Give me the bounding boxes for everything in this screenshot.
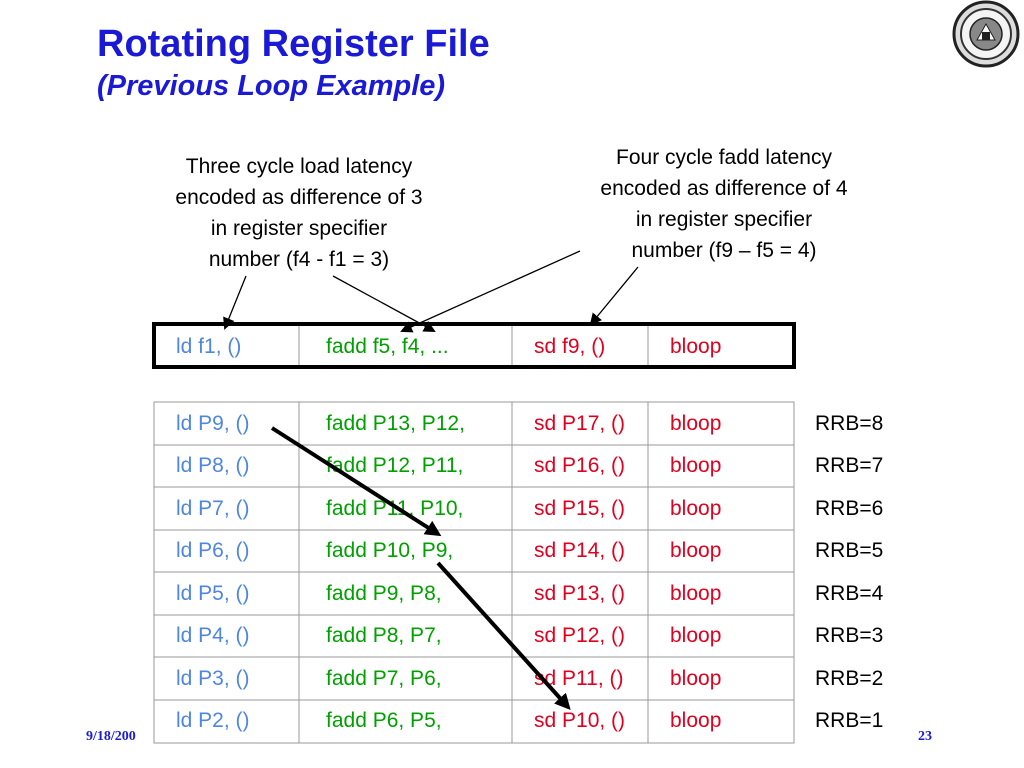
load-latency-pointer: [223, 275, 247, 330]
row-5-ld: ld P5, (): [176, 582, 250, 605]
load-latency-line-2: encoded as difference of 3: [175, 186, 423, 209]
rrb-label-2: RRB=7: [815, 454, 884, 477]
row-3-branch: bloop: [670, 497, 722, 520]
row-7-sd: sd P11, (): [534, 667, 624, 690]
loop-row-border: [152, 322, 796, 369]
rrb-label-5: RRB=4: [815, 582, 884, 605]
rrb-label-6: RRB=3: [815, 624, 884, 647]
footer-date: 9/18/200: [86, 729, 136, 744]
university-seal-icon: [952, 0, 1020, 68]
row-3-ld: ld P7, (): [176, 497, 250, 520]
row-4-sd: sd P14, (): [534, 539, 626, 562]
row-2-sd: sd P16, (): [534, 454, 626, 477]
rrb-label-4: RRB=5: [815, 539, 884, 562]
fadd-latency-pointer-2: [589, 266, 639, 326]
row-4-fadd: fadd P10, P9,: [326, 539, 454, 562]
load-latency-pointer-2: [332, 275, 436, 332]
loop-branch-cell: bloop: [670, 335, 722, 358]
row-8-fadd: fadd P6, P5,: [326, 709, 442, 732]
row-7-branch: bloop: [670, 667, 722, 690]
fadd-latency-line-1: Four cycle fadd latency: [616, 146, 832, 169]
row-8-branch: bloop: [670, 709, 722, 732]
fadd-latency-note: Four cycle fadd latency encoded as diffe…: [562, 142, 886, 266]
fadd-latency-line-2: encoded as difference of 4: [600, 177, 848, 200]
rrb-label-8: RRB=1: [815, 709, 884, 732]
rrb-label-1: RRB=8: [815, 412, 884, 435]
row-5-branch: bloop: [670, 582, 722, 605]
rrb-label-3: RRB=6: [815, 497, 884, 520]
load-latency-note: Three cycle load latency encoded as diff…: [138, 151, 460, 275]
load-latency-line-3: in register specifier: [210, 217, 388, 240]
row-2-branch: bloop: [670, 454, 722, 477]
row-8-sd: sd P10, (): [534, 709, 626, 732]
row-7-ld: ld P3, (): [176, 667, 250, 690]
load-to-fadd-arrow: [270, 426, 442, 537]
row-6-branch: bloop: [670, 624, 722, 647]
row-1-ld: ld P9, (): [176, 412, 250, 435]
loop-fadd-cell: fadd f5, f4, ...: [326, 335, 449, 358]
row-2-fadd: fadd P12, P11,: [326, 454, 464, 477]
row-4-branch: bloop: [670, 539, 722, 562]
row-6-sd: sd P12, (): [534, 624, 626, 647]
slide-subtitle: (Previous Loop Example): [97, 70, 446, 102]
fadd-latency-pointer: [400, 250, 581, 333]
row-1-branch: bloop: [670, 412, 722, 435]
row-1-fadd: fadd P13, P12,: [326, 412, 465, 435]
rrb-label-7: RRB=2: [815, 667, 884, 690]
loop-ld-cell: ld f1, (): [176, 335, 242, 358]
row-5-fadd: fadd P9, P8,: [326, 582, 442, 605]
row-6-fadd: fadd P8, P7,: [326, 624, 442, 647]
row-7-fadd: fadd P7, P6,: [326, 667, 442, 690]
load-latency-line-1: Three cycle load latency: [185, 155, 413, 178]
loop-sd-cell: sd f9, (): [534, 335, 606, 358]
fadd-latency-line-4: number (f9 – f5 = 4): [631, 239, 817, 262]
row-8-ld: ld P2, (): [176, 709, 250, 732]
row-5-sd: sd P13, (): [534, 582, 626, 605]
fadd-latency-line-3: in register specifier: [635, 208, 813, 231]
fadd-to-store-arrow: [436, 561, 571, 710]
load-latency-line-4: number (f4 - f1 = 3): [208, 248, 390, 271]
slide-title: Rotating Register File: [97, 23, 490, 65]
row-2-ld: ld P8, (): [176, 454, 250, 477]
row-4-ld: ld P6, (): [176, 539, 250, 562]
row-1-sd: sd P17, (): [534, 412, 626, 435]
row-6-ld: ld P4, (): [176, 624, 250, 647]
page-number: 23: [918, 729, 932, 744]
row-3-sd: sd P15, (): [534, 497, 626, 520]
